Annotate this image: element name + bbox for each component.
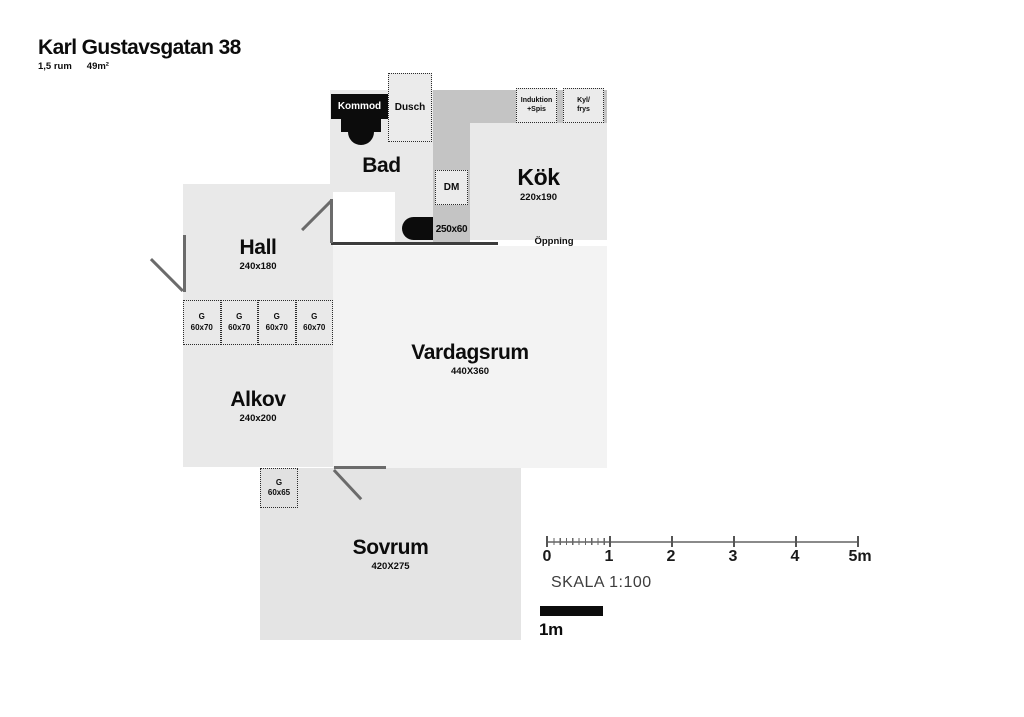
room-dims: 220x190 [520, 192, 557, 203]
wardrobe-dims: 60x70 [190, 322, 213, 332]
kitchen-label: Kök 220x190 [470, 164, 607, 204]
ruler-tick-label: 4 [790, 548, 800, 565]
wardrobe-dims: 60x65 [267, 488, 291, 497]
kommod-label: Kommod [337, 101, 382, 112]
entry-door-leaf-icon [183, 235, 186, 292]
ruler-tick [733, 536, 735, 547]
room-count: 1,5 rum [38, 61, 72, 72]
room-dims: 240x180 [239, 261, 277, 272]
bathroom-door-leaf-icon [330, 199, 333, 243]
wardrobe-dims: 60x70 [303, 322, 326, 332]
room-name: Vardagsrum [411, 341, 529, 364]
wardrobe-letter: G [275, 477, 283, 487]
bedroom-floor [260, 468, 521, 640]
dm-label: DM [443, 182, 460, 193]
wardrobe-box: G 60x70 [258, 300, 296, 345]
wardrobe-box: G 60x70 [220, 300, 258, 345]
wardrobe-letter: G [311, 312, 318, 322]
room-name: Sovrum [352, 536, 429, 559]
wardrobe-row: G 60x70 G 60x70 G 60x70 G 60x70 [183, 300, 333, 345]
entry-door-swing-icon [150, 258, 184, 292]
alcove-label: Alkov 240x200 [183, 389, 333, 424]
scale-bar [540, 606, 603, 616]
living-room-floor [333, 246, 607, 468]
kitchen-floor [470, 123, 607, 240]
kommod-vanity: Kommod [331, 94, 388, 119]
washbasin-bowl-icon [348, 119, 374, 145]
ruler-tick-label: 0 [542, 548, 552, 565]
ruler-tick-label: 5m [848, 548, 872, 565]
wardrobe-box: G 60x70 [295, 300, 333, 345]
wardrobe-dims: 60x70 [265, 322, 288, 332]
room-name: Kök [517, 164, 560, 190]
ruler-tick-label: 1 [604, 548, 614, 565]
dusch-label: Dusch [394, 102, 426, 113]
fridge-label-line1: Kyl/ [577, 96, 590, 104]
shower-box: Dusch [388, 73, 432, 142]
scale-ruler-line [547, 541, 857, 543]
scale-bar-label: 1m [539, 620, 563, 639]
page-title: Karl Gustavsgatan 38 [38, 36, 241, 59]
stove-label-line2: +Spis [527, 105, 546, 113]
room-dims: 240x200 [239, 413, 277, 424]
ruler-tick [546, 536, 548, 547]
kitchen-counter-strip [433, 90, 470, 244]
plan-subtitle: 1,5 rum 49m² [38, 61, 109, 72]
living-room-label: Vardagsrum 440X360 [333, 342, 607, 377]
wall-line [331, 242, 498, 245]
bathroom-label: Bad [330, 155, 433, 176]
ruler-tick [609, 536, 611, 547]
wardrobe-letter: G [198, 312, 205, 322]
wardrobe-dims: 60x70 [228, 322, 251, 332]
wardrobe-box: G 60x70 [183, 300, 221, 345]
room-name: Bad [362, 154, 401, 177]
room-name: Hall [239, 236, 277, 259]
ruler-tick [795, 536, 797, 547]
ruler-tick-label: 2 [666, 548, 676, 565]
counter-dimensions: 250x60 [435, 224, 468, 235]
apartment-area: 49m² [86, 61, 109, 72]
hall-label: Hall 240x180 [183, 237, 333, 272]
scale-ruler-minor-ticks [547, 538, 610, 545]
bedroom-door-lintel-icon [334, 466, 386, 469]
kitchen-sink-icon [402, 217, 433, 240]
stove-label-line1: Induktion [520, 96, 553, 104]
ruler-tick [671, 536, 673, 547]
wardrobe-letter: G [236, 312, 243, 322]
ruler-tick-label: 3 [728, 548, 738, 565]
fridge-label-line2: frys [577, 105, 590, 113]
dishwasher-box: DM [435, 170, 468, 205]
room-dims: 420X275 [371, 561, 410, 572]
opening-label: Öppning [534, 236, 574, 247]
bedroom-label: Sovrum 420X275 [260, 537, 521, 572]
scale-text: SKALA 1:100 [551, 574, 652, 591]
room-name: Alkov [230, 388, 286, 411]
ruler-tick [857, 536, 859, 547]
wardrobe-box-single: G 60x65 [260, 468, 298, 508]
stove-box: Induktion +Spis [516, 88, 557, 123]
fridge-freezer-box: Kyl/ frys [563, 88, 604, 123]
wardrobe-letter: G [273, 312, 280, 322]
room-dims: 440X360 [450, 366, 490, 377]
